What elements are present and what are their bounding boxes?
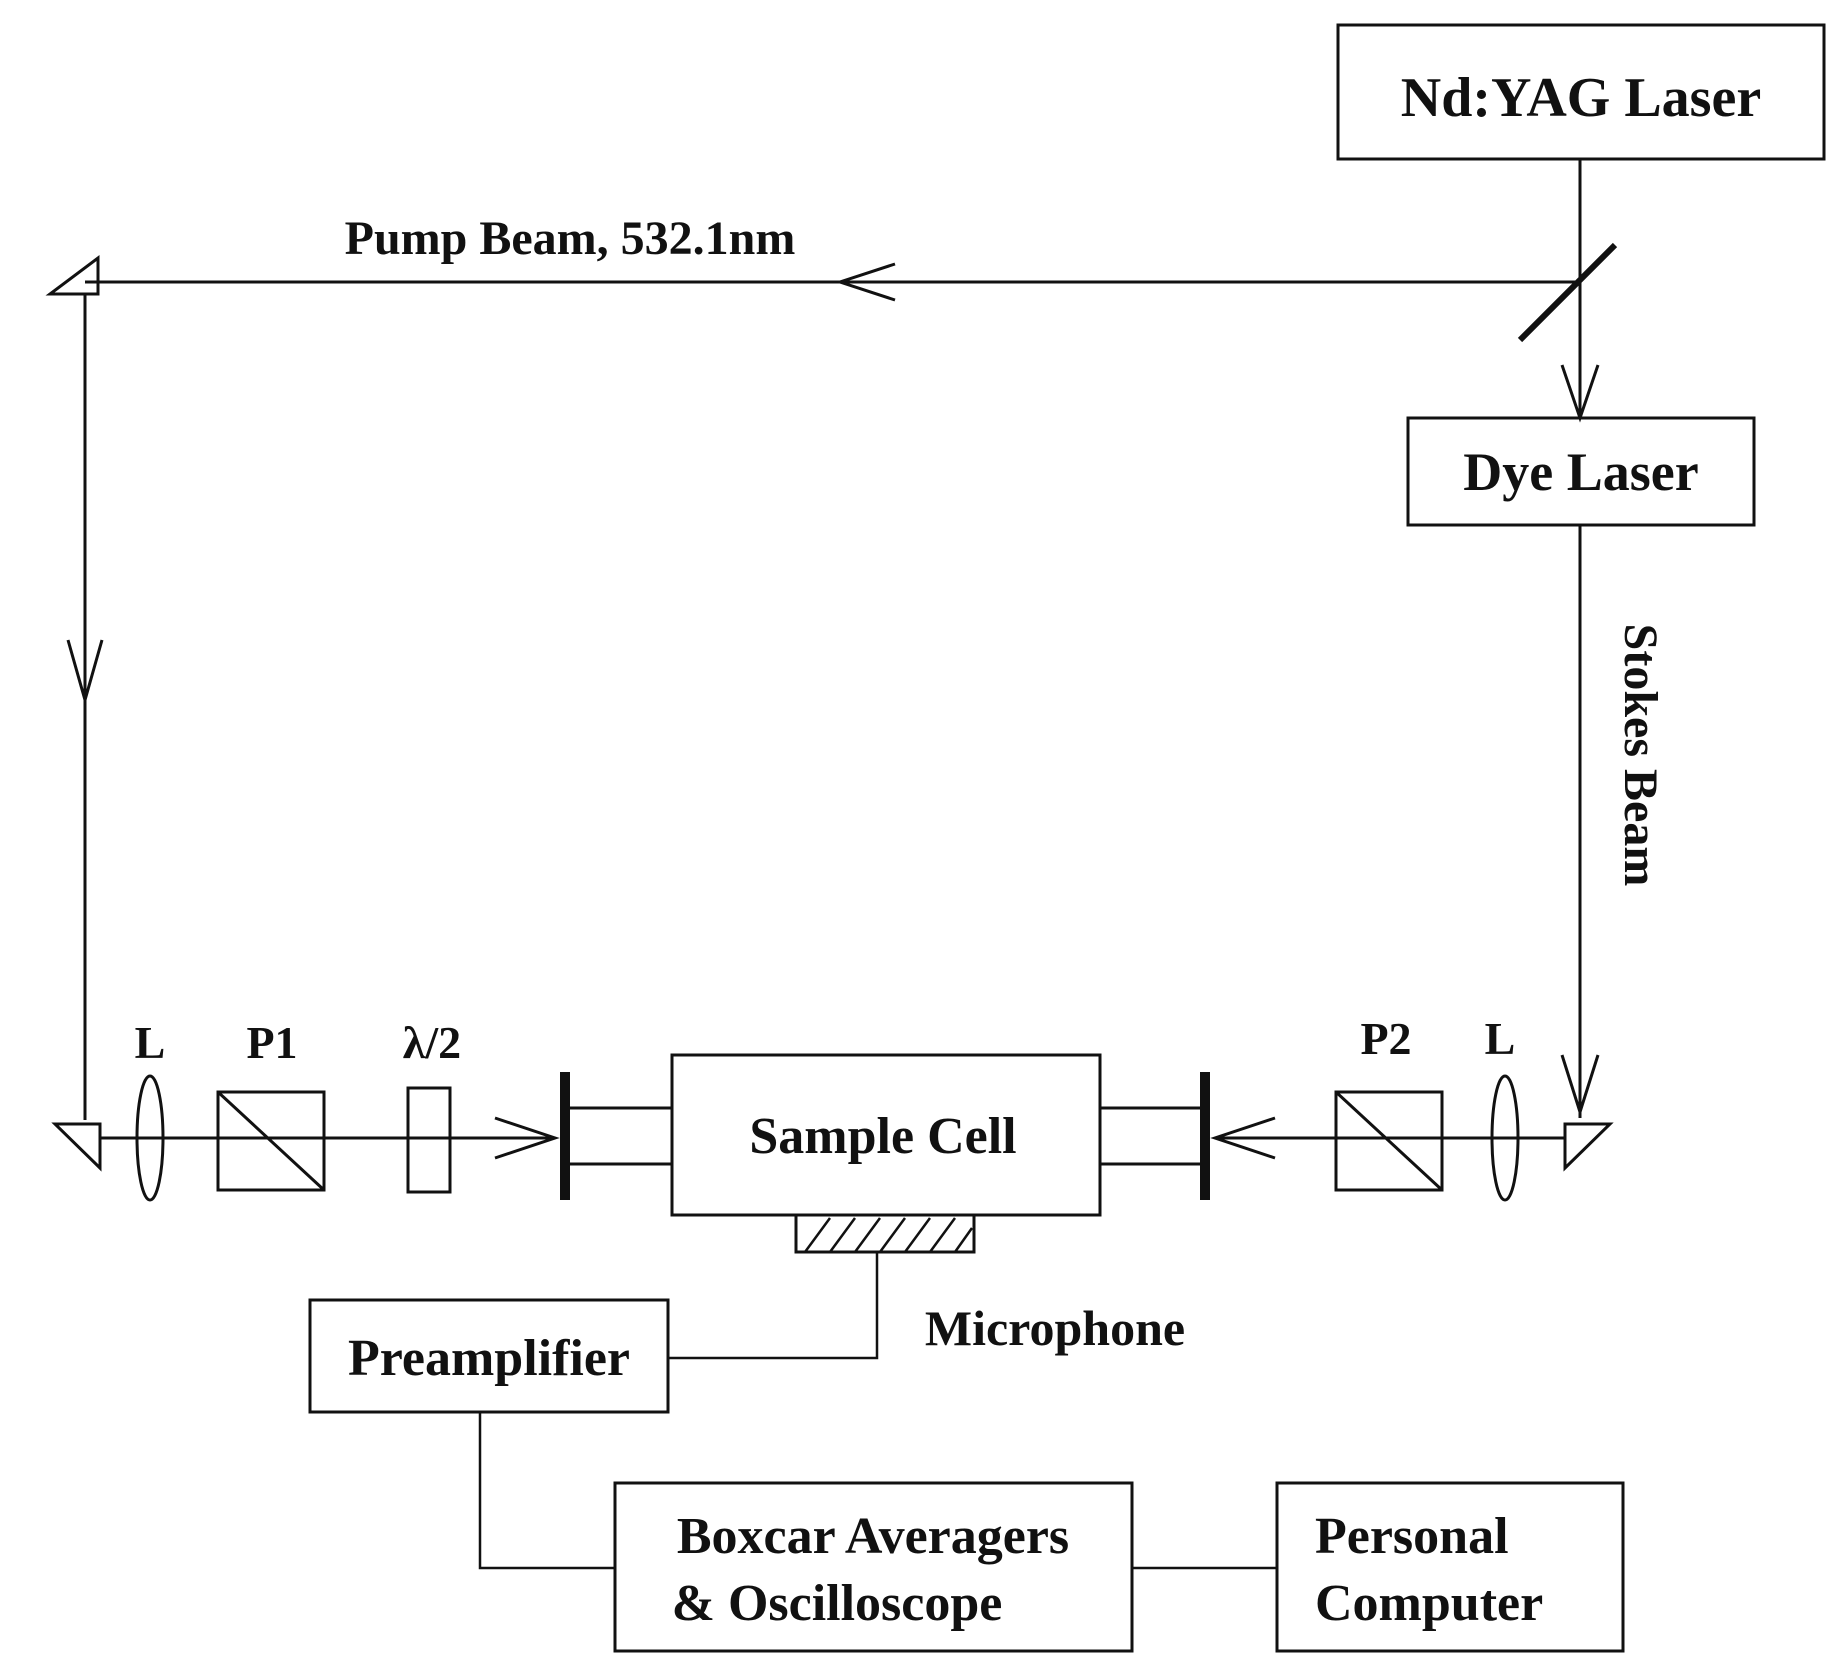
stokes-beam-label: Stokes Beam: [1614, 624, 1667, 887]
wire-microphone-preamp: [668, 1252, 879, 1360]
boxcar-label-line2: & Oscilloscope: [672, 1575, 1003, 1632]
right-horizontal-arrow: [1210, 1116, 1276, 1160]
nd-yag-laser-label: Nd:YAG Laser: [1401, 67, 1761, 129]
lens-right-label: L: [1485, 1013, 1516, 1064]
wire-preamp-boxcar: [478, 1412, 615, 1570]
polarizer-p2-diagonal: [1334, 1090, 1444, 1192]
preamplifier-label: Preamplifier: [348, 1330, 630, 1387]
half-wave-plate-label: λ/2: [403, 1017, 461, 1068]
lens-left: [135, 1074, 165, 1202]
polarizer-p1: [216, 1090, 326, 1192]
polarizer-p1-diagonal: [216, 1090, 326, 1192]
computer-box: [1275, 1481, 1625, 1653]
stokes-beam-arrow: [1560, 1054, 1600, 1117]
pump-beam-arrow: [835, 262, 896, 302]
prism-top-left: [45, 255, 100, 296]
polarizer-p2-label: P2: [1360, 1013, 1411, 1064]
microphone: [794, 1213, 976, 1254]
pump-beam-label: Pump Beam, 532.1nm: [345, 212, 796, 265]
sample-cell-label: Sample Cell: [749, 1108, 1016, 1165]
microphone-hatching: [803, 1217, 974, 1253]
dye-laser-label: Dye Laser: [1463, 442, 1698, 502]
computer-label-line1: Personal: [1315, 1508, 1509, 1565]
left-vertical-arrow: [66, 639, 104, 706]
preamplifier-box: [308, 1298, 670, 1414]
microphone-label: Microphone: [925, 1300, 1185, 1356]
polarizer-p2: [1334, 1090, 1444, 1192]
lens-right: [1490, 1074, 1520, 1202]
boxcar-label-line1: Boxcar Averagers: [677, 1508, 1069, 1565]
left-horizontal-arrow: [494, 1116, 560, 1160]
computer-label-line2: Computer: [1315, 1575, 1543, 1632]
prism-bottom-right: [1563, 1122, 1614, 1172]
beam-splitter: [1517, 242, 1618, 343]
lens-left-label: L: [135, 1017, 166, 1068]
polarizer-p1-label: P1: [246, 1017, 297, 1068]
prism-bottom-left: [51, 1122, 102, 1172]
half-wave-plate: [406, 1086, 452, 1194]
